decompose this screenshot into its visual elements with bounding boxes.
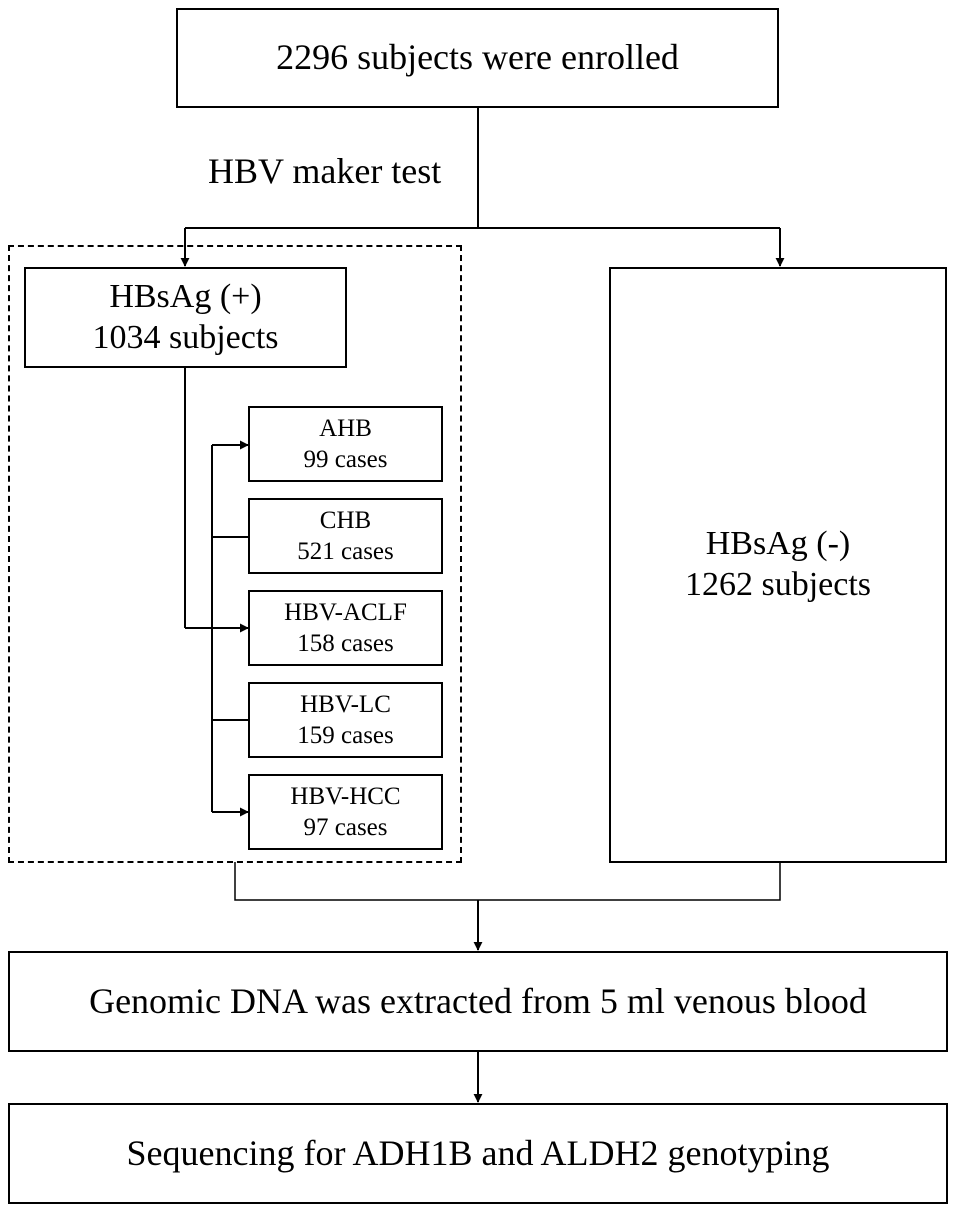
- sequencing-box: Sequencing for ADH1B and ALDH2 genotypin…: [8, 1103, 948, 1204]
- enrolled-box: 2296 subjects were enrolled: [176, 8, 779, 108]
- extraction-text: Genomic DNA was extracted from 5 ml veno…: [89, 980, 867, 1021]
- group-box-chb: CHB 521 cases: [248, 498, 443, 574]
- negative-line1: HBsAg (-): [705, 525, 851, 563]
- line-merge: [234, 862, 781, 901]
- group-box-lc: HBV-LC 159 cases: [248, 682, 443, 758]
- group-count: 159 cases: [297, 722, 394, 749]
- positive-line1: HBsAg (+): [109, 277, 262, 315]
- group-name: HBV-LC: [300, 690, 391, 718]
- group-name: AHB: [319, 414, 372, 442]
- positive-group-frame: [8, 245, 462, 863]
- group-box-aclf: HBV-ACLF 158 cases: [248, 590, 443, 666]
- negative-box: HBsAg (-) 1262 subjects: [609, 267, 947, 863]
- group-box-ahb: AHB 99 cases: [248, 406, 443, 482]
- group-box-hcc: HBV-HCC 97 cases: [248, 774, 443, 850]
- extraction-box: Genomic DNA was extracted from 5 ml veno…: [8, 951, 948, 1052]
- sequencing-text: Sequencing for ADH1B and ALDH2 genotypin…: [126, 1132, 830, 1173]
- group-count: 158 cases: [297, 630, 394, 657]
- group-name: HBV-HCC: [290, 782, 401, 810]
- enrolled-text: 2296 subjects were enrolled: [276, 37, 679, 78]
- group-name: CHB: [319, 506, 372, 534]
- positive-line2: 1034 subjects: [92, 318, 279, 356]
- test-label: HBV maker test: [208, 151, 442, 191]
- group-name: HBV-ACLF: [284, 598, 407, 626]
- group-count: 97 cases: [303, 814, 388, 841]
- group-count: 99 cases: [303, 446, 388, 473]
- negative-line2: 1262 subjects: [684, 566, 872, 603]
- positive-box: HBsAg (+) 1034 subjects: [24, 267, 347, 368]
- group-count: 521 cases: [297, 538, 394, 565]
